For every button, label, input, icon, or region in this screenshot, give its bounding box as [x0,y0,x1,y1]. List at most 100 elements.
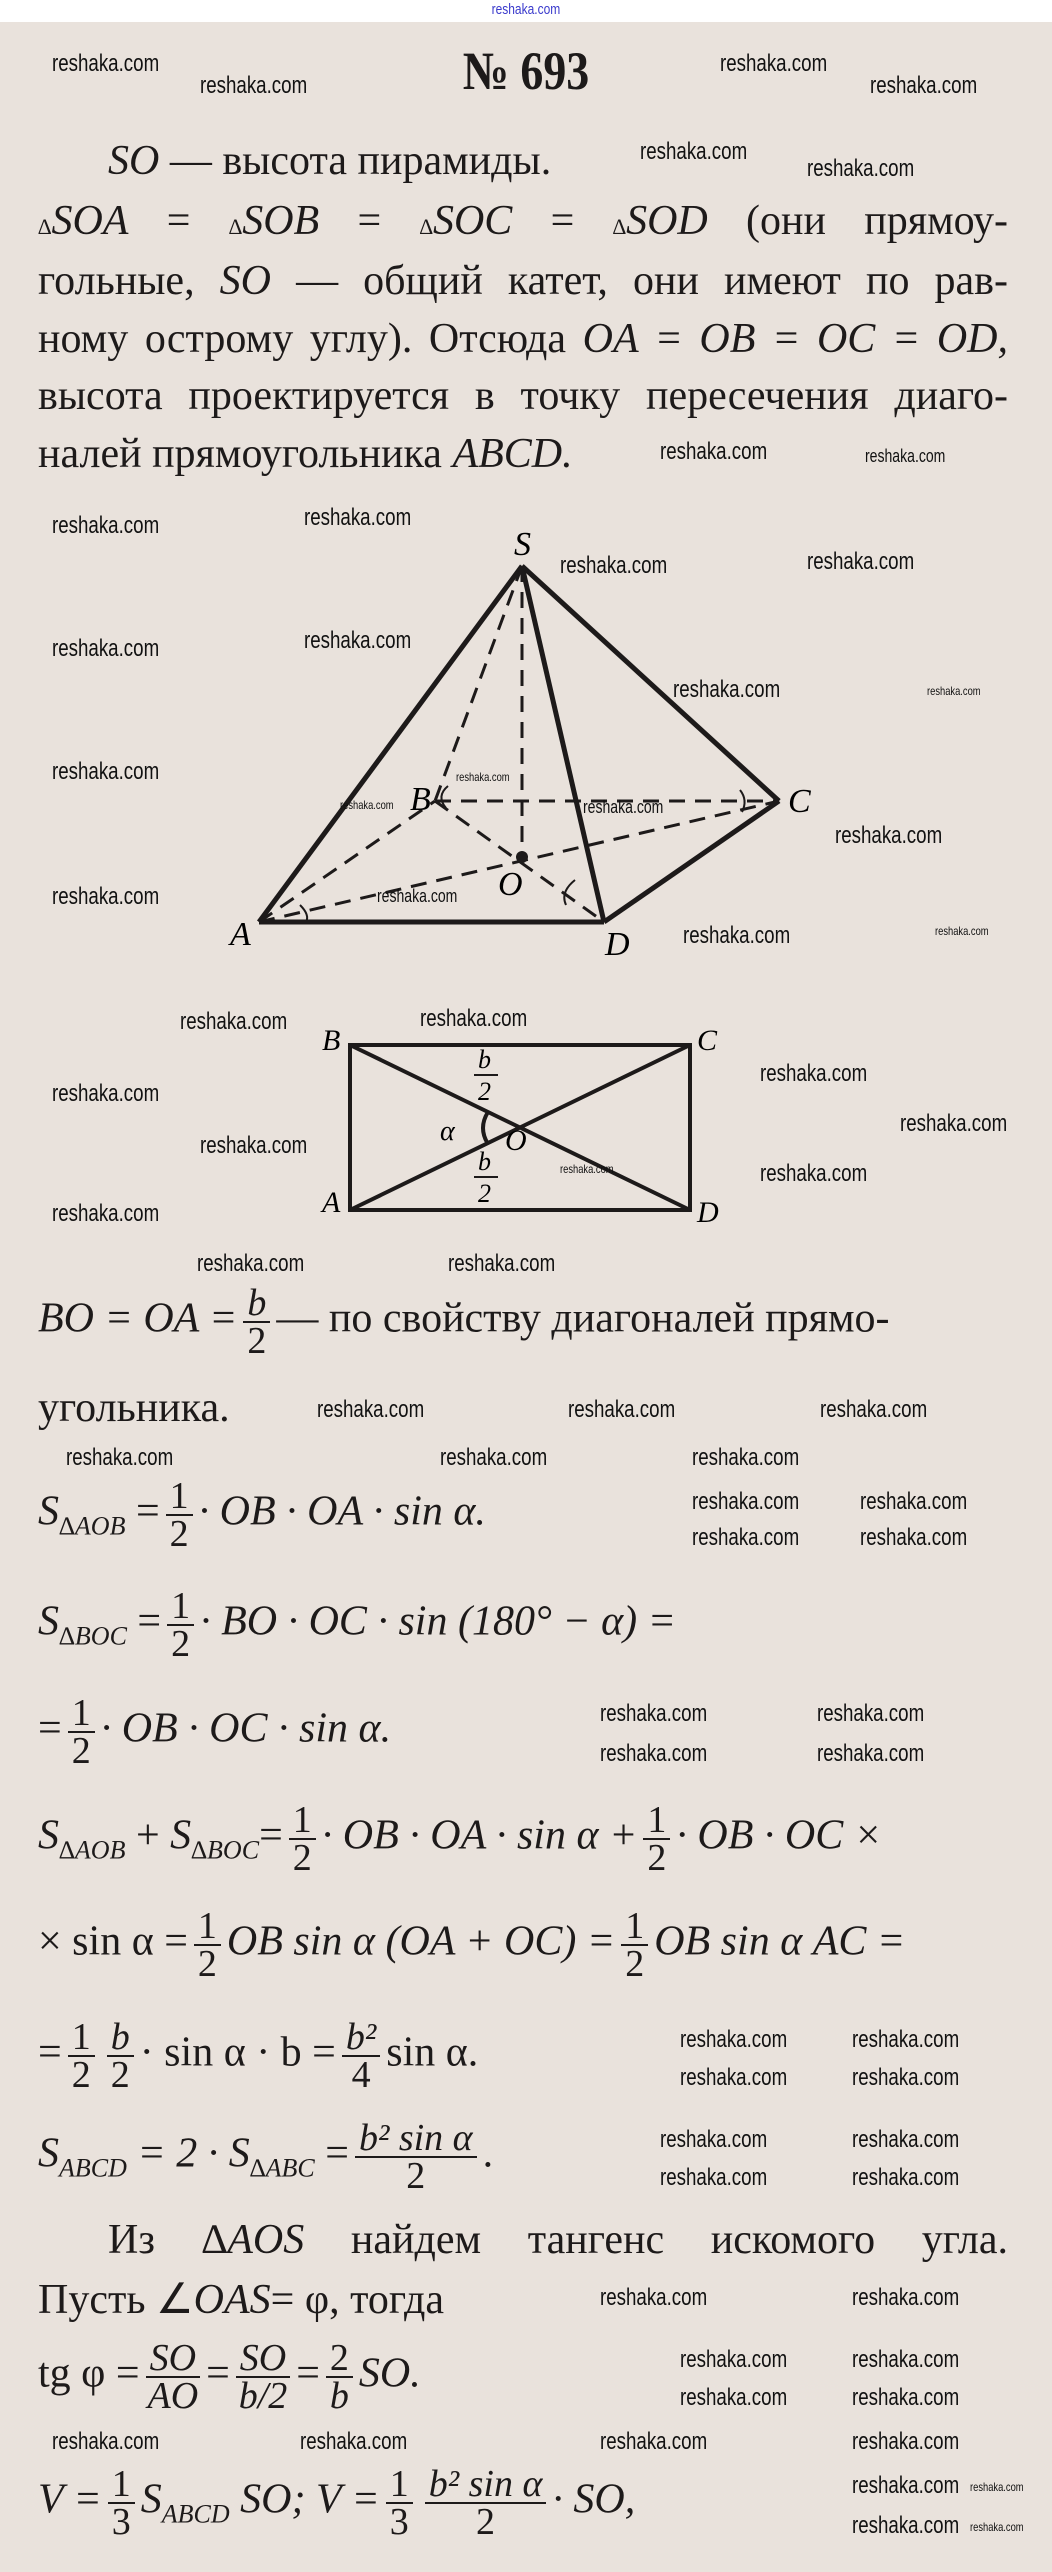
watermark: reshaka.com [200,72,308,99]
watermark: reshaka.com [180,1008,288,1035]
label-C: C [788,783,811,820]
text-line: ∆SOA = ∆SOB = ∆SOC = ∆SOD (они прямоу- [38,198,1009,244]
watermark: reshaka.com [680,2346,788,2373]
label-A: A [320,1186,341,1219]
watermark: reshaka.com [680,2064,788,2091]
watermark: reshaka.com [900,1110,1008,1137]
label-O: O [505,1124,527,1157]
label-D: D [696,1196,719,1229]
text-line: угольника. [38,1385,230,1431]
watermark: reshaka.com [807,155,915,182]
label-b: b [478,1147,491,1176]
watermark: reshaka.com [870,72,978,99]
watermark: reshaka.com [852,2284,960,2311]
watermark: reshaka.com [52,1080,160,1107]
watermark: reshaka.com [720,50,828,77]
watermark: reshaka.com [680,2026,788,2053]
text-line: Пусть ∠OAS= φ, тогда [38,2277,445,2323]
text-line: налей прямоугольника ABCD. [38,431,573,477]
label-D: D [604,926,630,963]
watermark: reshaka.com [448,1250,556,1277]
watermark: reshaka.com [440,1444,548,1471]
watermark: reshaka.com [456,770,510,784]
watermark: reshaka.com [852,2346,960,2373]
watermark: reshaka.com [420,1005,528,1032]
watermark: reshaka.com [660,2126,768,2153]
watermark: reshaka.com [692,1488,800,1515]
watermark: reshaka.com [680,2384,788,2411]
watermark: reshaka.com [807,548,915,575]
rectangle-figure: B C A D O α b 2 b 2 [320,1024,719,1229]
watermark: reshaka.com [300,2428,408,2455]
text-line: Из ∆AOS найдем тангенс искомого угла. [108,2217,1008,2263]
watermark: reshaka.com [600,2284,708,2311]
watermark: reshaka.com [860,1524,968,1551]
watermark: reshaka.com [52,50,160,77]
watermark: reshaka.com [52,512,160,539]
watermark: reshaka.com [852,2512,960,2539]
watermark: reshaka.com [817,1740,925,1767]
watermark: reshaka.com [560,1162,614,1176]
label-O: O [498,866,523,903]
watermark: reshaka.com [583,797,664,817]
top-bar: reshaka.com [0,0,1052,22]
watermark: reshaka.com [660,438,768,465]
watermark: reshaka.com [600,2428,708,2455]
label-B: B [322,1024,340,1057]
watermark: reshaka.com [970,2480,1024,2494]
label-alpha: α [440,1116,456,1147]
watermark: reshaka.com [52,1200,160,1227]
watermark: reshaka.com [52,758,160,785]
text-line: гольные, SO — общий катет, они имеют по … [38,258,1008,304]
watermark: reshaka.com [66,1444,174,1471]
watermark: reshaka.com [640,138,748,165]
watermark: reshaka.com [817,1700,925,1727]
watermark: reshaka.com [197,1250,305,1277]
label-b: b [478,1045,491,1074]
watermark: reshaka.com [673,676,781,703]
label-C: C [697,1024,718,1057]
watermark: reshaka.com [304,504,412,531]
watermark: reshaka.com [860,1488,968,1515]
problem-number: № 693 [462,41,590,101]
label-2: 2 [478,1077,491,1106]
watermark: reshaka.com [935,924,989,938]
text-line: высота проектируется в точку пересечения… [38,373,1008,419]
label-S: S [514,526,531,563]
watermark: reshaka.com [970,2520,1024,2534]
watermark: reshaka.com [852,2428,960,2455]
pyramid-figure: S A D C B O [228,526,811,963]
watermark: reshaka.com [852,2026,960,2053]
watermark: reshaka.com [52,2428,160,2455]
watermark: reshaka.com [340,798,394,812]
label-A: A [228,916,251,953]
watermark: reshaka.com [692,1444,800,1471]
watermark: reshaka.com [660,2164,768,2191]
watermark: reshaka.com [852,2472,960,2499]
site-link[interactable]: reshaka.com [491,1,561,18]
watermark: reshaka.com [200,1132,308,1159]
watermark: reshaka.com [377,886,458,906]
watermark: reshaka.com [852,2164,960,2191]
watermark: reshaka.com [852,2064,960,2091]
watermark: reshaka.com [560,552,668,579]
watermark: reshaka.com [52,635,160,662]
watermark: reshaka.com [304,627,412,654]
watermark: reshaka.com [760,1060,868,1087]
watermark: reshaka.com [600,1700,708,1727]
text-line: SO — высота пирамиды. [108,138,552,184]
watermark: reshaka.com [52,883,160,910]
text-line: ному острому углу). Отсюда OA = OB = OC … [38,316,1008,362]
watermark: reshaka.com [852,2384,960,2411]
watermark: reshaka.com [317,1396,425,1423]
watermark: reshaka.com [568,1396,676,1423]
watermark: reshaka.com [927,684,981,698]
